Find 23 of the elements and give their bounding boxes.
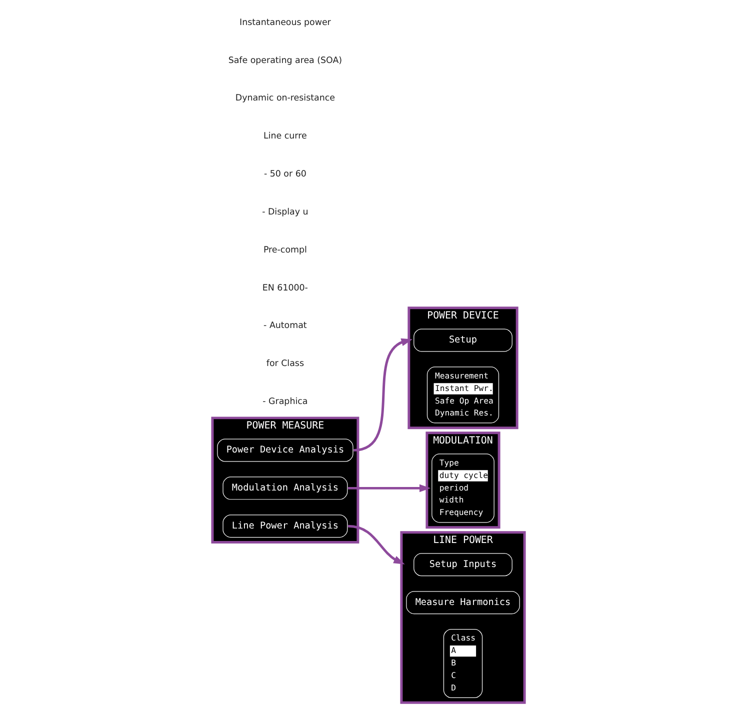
node-box: Setup: [413, 328, 512, 352]
label: - Graphica: [262, 397, 308, 408]
label: - 50 or 60: [263, 170, 306, 180]
arrow: [347, 524, 404, 564]
node-box: Modulation Analysis: [222, 476, 348, 500]
label: Line curre: [263, 132, 306, 142]
arrow: [347, 484, 430, 492]
arrow: [352, 338, 412, 452]
label: Safe operating area (SOA): [228, 56, 342, 66]
node-box: Measurement Instant Pwr. Safe Op Area Dynamic Res.: [426, 366, 499, 424]
label: EN 61000-: [262, 283, 308, 294]
label: Pre-compl: [262, 245, 306, 256]
node-box: Setup Inputs: [413, 553, 512, 576]
label: Dynamic on-resistance: [234, 94, 334, 104]
label: - Automat: [263, 321, 306, 332]
node-box: Class A B C D: [442, 629, 482, 698]
node-box: Power Device Analysis: [216, 438, 353, 462]
node-box: Type duty cycle period width Frequency: [431, 454, 494, 523]
node-box: Measure Harmonics: [406, 591, 520, 614]
label: Instantaneous power: [239, 18, 330, 28]
label: for Class: [266, 359, 304, 370]
node-box: Line Power Analysis: [222, 514, 348, 538]
label: - Display u: [262, 207, 308, 218]
